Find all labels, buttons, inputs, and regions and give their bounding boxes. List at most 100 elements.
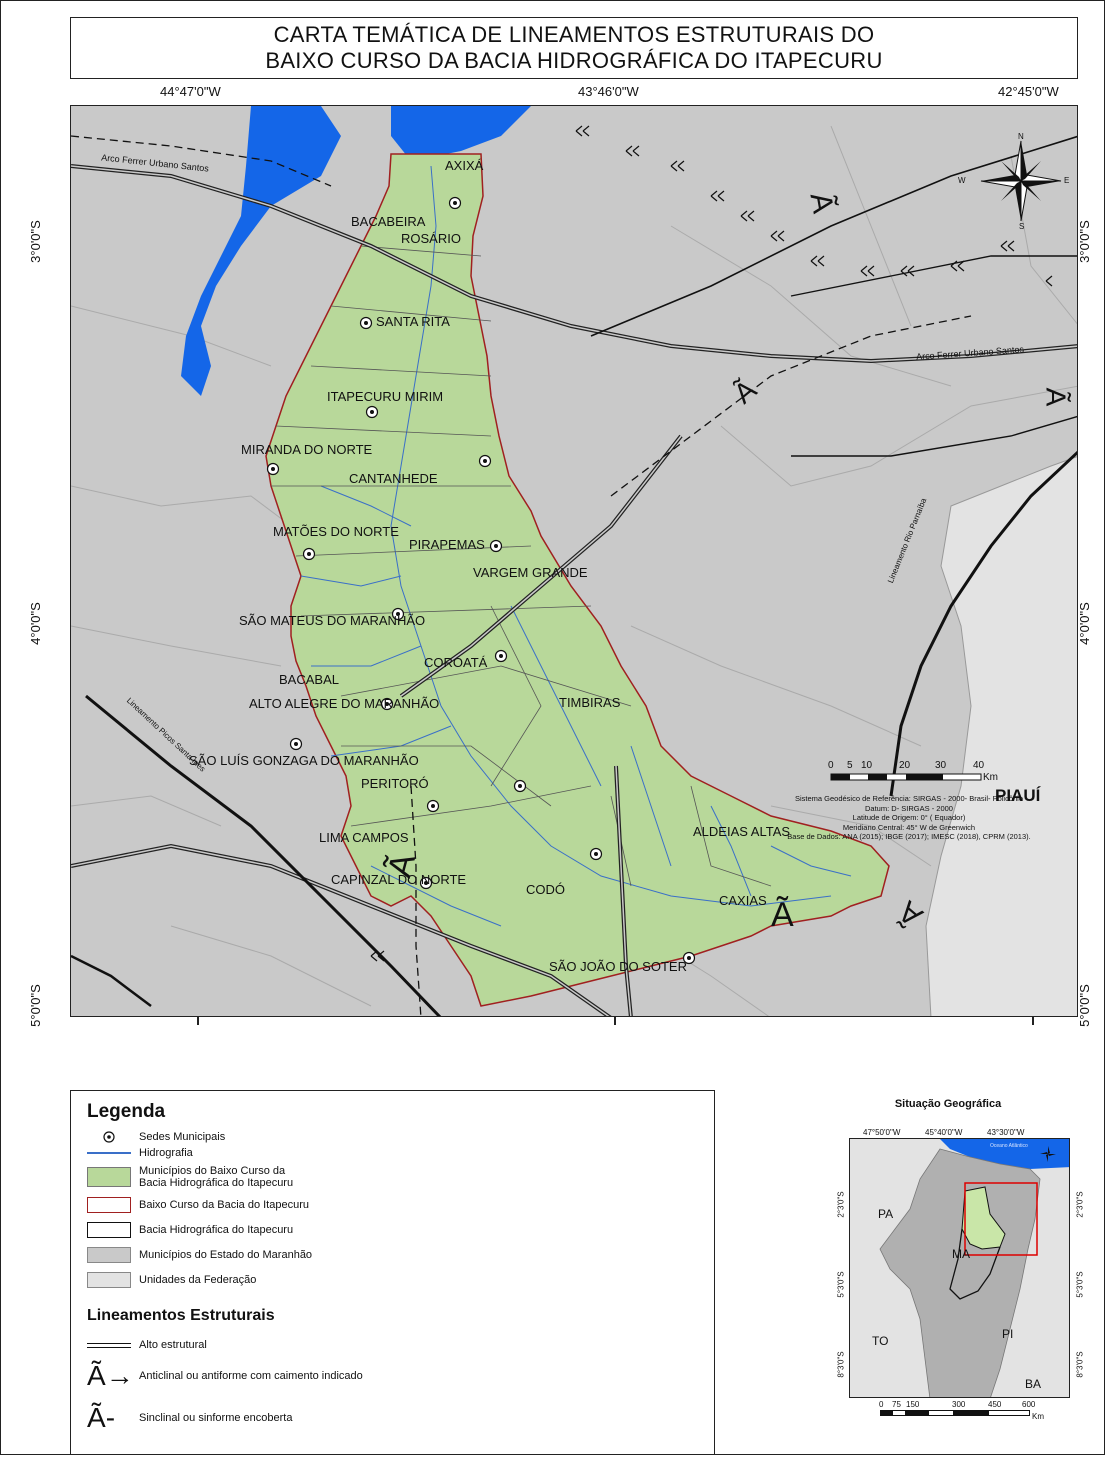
scale-unit: Km (983, 772, 998, 783)
inset-scale-300: 300 (952, 1400, 966, 1409)
lon-label-right: 42°45'0"W (998, 84, 1059, 99)
place-coroata: COROATÁ (424, 655, 488, 670)
legend-row-uf: Unidades da Federação (87, 1272, 256, 1288)
municipal-seat-icon (87, 1129, 131, 1145)
municipal-seats (266, 196, 696, 965)
main-map[interactable]: Arco Ferrer Urbano Santos Arco Ferrer Ur… (70, 105, 1078, 1017)
seat-matoes (302, 547, 316, 561)
legend-label: Sedes Municipais (139, 1131, 226, 1143)
legend-label-group: Municípios do Baixo Curso da Bacia Hidro… (139, 1165, 293, 1189)
compass-e: E (1064, 176, 1070, 185)
inset-state-pi: PI (1002, 1327, 1014, 1341)
legend-label: Unidades da Federação (139, 1274, 257, 1286)
metadata-line: Sistema Geodésico de Referência: SIRGAS … (794, 794, 1024, 803)
municipios-swatch (87, 1247, 131, 1263)
legend-title: Legenda (87, 1101, 166, 1122)
sinclinal-glyph: Ã (87, 1402, 106, 1433)
legend-label: Anticlinal ou antiforme com caimento ind… (139, 1370, 363, 1382)
legend-row-hidrografia: Hidrografia (87, 1147, 193, 1159)
anticlinal-glyph: Ã (87, 1360, 106, 1391)
scale-tick-40: 40 (973, 760, 985, 771)
inset-lat-1-right: 2°3'0"S (1075, 1191, 1085, 1218)
place-sao-luis-gonzaga: SÃO LUÍS GONZAGA DO MARANHÃO (189, 753, 419, 768)
seat-miranda (266, 462, 280, 476)
place-peritoro: PERITORÓ (361, 776, 429, 791)
antiform-symbol-icon: Ã (771, 896, 794, 934)
place-santa-rita: SANTA RITA (376, 314, 450, 329)
lon-tick (614, 1017, 616, 1025)
map-title-line-2: BAIXO CURSO DA BACIA HIDROGRÁFICA DO ITA… (265, 48, 883, 73)
legend-row-sinclinal: Ã- Sinclinal ou sinforme encoberta (87, 1403, 292, 1433)
inset-state-pa: PA (878, 1207, 894, 1221)
bay-left (181, 106, 341, 396)
legend-row-sedes: Sedes Municipais (87, 1129, 225, 1145)
compass-w: W (958, 176, 966, 185)
place-piaui: PIAUÍ (995, 786, 1041, 805)
inset-lat-3-right: 8°3'0"S (1075, 1351, 1085, 1378)
legend-label: Bacia Hidrográfica do Itapecuru (139, 1224, 294, 1236)
legend-panel: Legenda Sedes Municipais Hidrografia Mun… (70, 1090, 715, 1455)
scale-tick-5: 5 (847, 760, 853, 771)
inset-compass-icon (1040, 1146, 1056, 1162)
place-timbiras: TIMBIRAS (559, 695, 621, 710)
inset-lat-1: 2°3'0"S (836, 1191, 846, 1218)
inset-lat-2-right: 5°3'0"S (1075, 1271, 1085, 1298)
compass-rose-icon (980, 140, 1062, 222)
place-matoes: MATÕES DO NORTE (273, 524, 399, 539)
place-codo: CODÓ (526, 882, 565, 897)
scale-tick-10: 10 (861, 760, 873, 771)
scale-tick-20: 20 (899, 760, 911, 771)
seat-pirapemas (489, 539, 503, 553)
place-miranda: MIRANDA DO NORTE (241, 442, 373, 457)
inset-lon-3: 43°30'0"W (987, 1128, 1025, 1137)
inset-lat-3: 8°3'0"S (836, 1351, 846, 1378)
metadata-line: Datum: D- SIRGAS - 2000 (865, 803, 953, 813)
map-title-box: CARTA TEMÁTICA DE LINEAMENTOS ESTRUTURAI… (70, 17, 1078, 79)
legend-row-anticlinal: Ã→ Anticlinal ou antiforme com caimento … (87, 1361, 363, 1391)
inset-title: Situação Geográfica (894, 1098, 1002, 1110)
inset-map[interactable]: Oceano Atlântico PA MA TO PI BA (849, 1138, 1070, 1398)
seat-sao-joao (682, 951, 696, 965)
inset-lon-1: 47°50'0"W (863, 1128, 901, 1137)
place-caxias: CAXIAS (719, 893, 767, 908)
legend-row-municipios-baixo: Municípios do Baixo Curso da Bacia Hidro… (87, 1165, 293, 1189)
seat-peritoro (426, 799, 440, 813)
basin-fill-swatch (87, 1167, 131, 1187)
alto-estrutural-icon (87, 1342, 131, 1348)
seat-sao-mateus (391, 607, 405, 621)
place-bacabeira: BACABEIRA (351, 214, 426, 229)
seat-cantanhede (478, 454, 492, 468)
lon-tick (1032, 1017, 1034, 1025)
place-vargem: VARGEM GRANDE (473, 565, 588, 580)
compass-n: N (1018, 132, 1024, 141)
place-rosario: ROSÁRIO (401, 231, 461, 246)
place-sao-joao: SÃO JOÃO DO SOTER (549, 959, 687, 974)
alto-estrutural-lines (71, 164, 1077, 1016)
legend-row-alto: Alto estrutural (87, 1339, 207, 1351)
compass-s: S (1019, 222, 1025, 231)
inset-lon-2: 45°40'0"W (925, 1128, 963, 1137)
seat-timbiras (513, 779, 527, 793)
map-canvas (71, 106, 1077, 1016)
river-line-icon (87, 1152, 131, 1154)
metadata-line: Meridiano Central: 45° W de Greenwich (842, 822, 976, 832)
inset-ocean: Oceano Atlântico (990, 1143, 1028, 1149)
legend-label: Hidrografia (139, 1147, 193, 1159)
seat-santa-rita (359, 316, 373, 330)
sinclinal-dashed (71, 135, 972, 1016)
basin-outline-swatch (87, 1197, 131, 1213)
inset-scale-bar (880, 1410, 1030, 1416)
lon-label-center: 43°46'0"W (578, 84, 639, 99)
place-axixa: AXIXÁ (445, 158, 484, 173)
lat-label-4-right: 4°0'0"S (1076, 602, 1092, 645)
map-metadata: Sistema Geodésico de Referência: SIRGAS … (749, 794, 1069, 842)
seat-axixa (448, 196, 462, 210)
inset-lat-2: 5°3'0"S (836, 1271, 846, 1298)
legend-label: Sinclinal ou sinforme encoberta (139, 1412, 293, 1424)
legend-row-bacia: Bacia Hidrográfica do Itapecuru (87, 1222, 293, 1238)
chevron-symbols (370, 125, 1053, 962)
place-bacabal: BACABAL (279, 672, 339, 687)
legend-row-municipios-estado: Municípios do Estado do Maranhão (87, 1247, 312, 1263)
lat-label-5-right: 5°0'0"S (1076, 984, 1092, 1027)
